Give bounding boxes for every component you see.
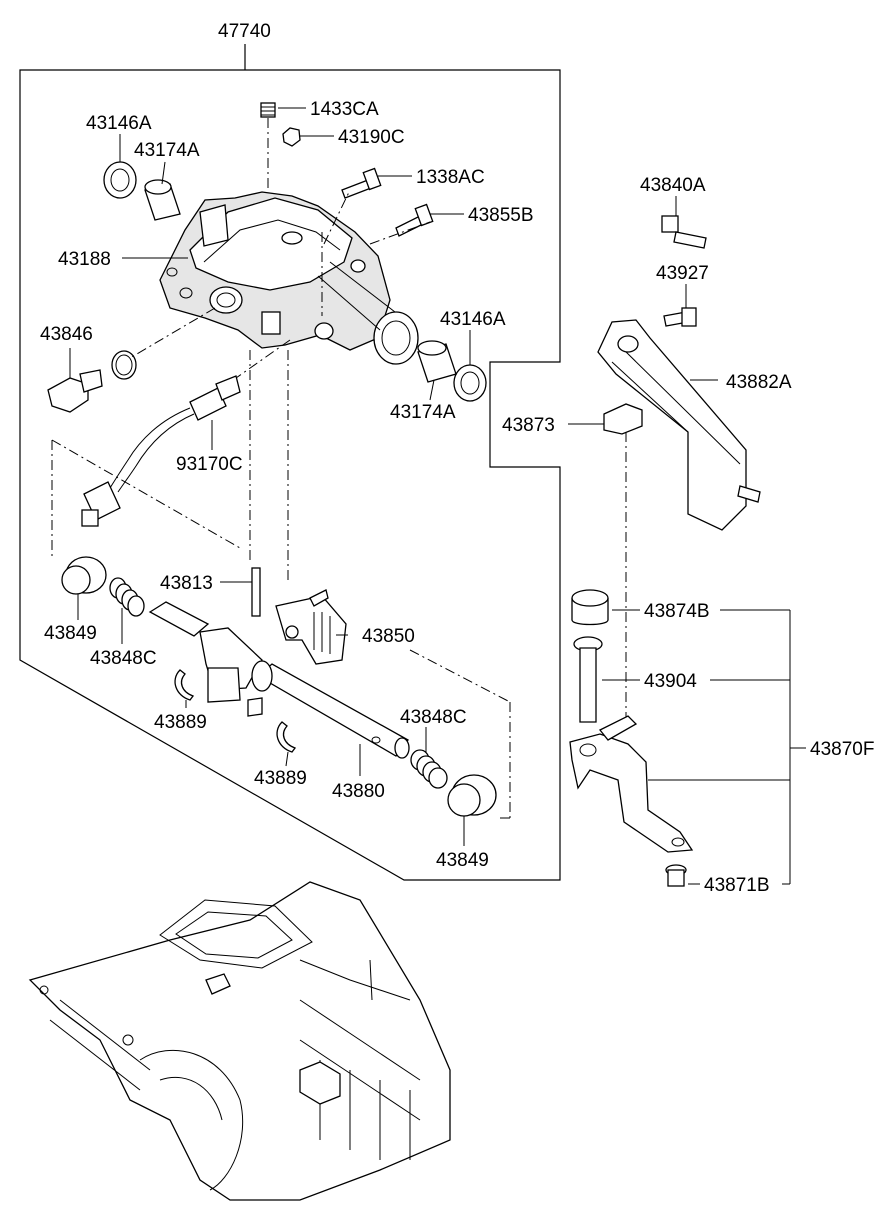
label-43190C: 43190C bbox=[338, 127, 405, 148]
shift-housing-43188 bbox=[159, 191, 419, 365]
assembly-boundary bbox=[19, 44, 561, 881]
cap-43874B-icon bbox=[571, 589, 609, 626]
label-43882A: 43882A bbox=[726, 372, 792, 393]
callout-lines bbox=[69, 107, 806, 885]
part-labels: 47740 1433CA 43190C 43146A 43174A 1338AC… bbox=[40, 21, 874, 896]
label-43870F: 43870F bbox=[810, 739, 874, 760]
oil-seal-43146A-top-icon bbox=[103, 161, 137, 199]
spring-43848C-right-icon bbox=[410, 749, 448, 789]
assembly-leaders bbox=[51, 118, 511, 819]
seal-43849-right-icon bbox=[447, 774, 497, 817]
label-43848C-right: 43848C bbox=[400, 707, 467, 728]
label-43855B: 43855B bbox=[468, 205, 534, 226]
shift-arm-43870F-icon bbox=[569, 715, 694, 853]
block-43873-icon bbox=[603, 403, 643, 435]
bolt-43871B-icon bbox=[665, 864, 687, 887]
bolt-43840A-icon bbox=[661, 215, 707, 249]
label-43873: 43873 bbox=[502, 415, 555, 436]
label-43188: 43188 bbox=[58, 249, 111, 270]
shift-rail-43880-icon bbox=[148, 601, 410, 759]
label-43889-right: 43889 bbox=[254, 768, 307, 789]
plug-43190C-icon bbox=[282, 127, 301, 147]
label-43848C-left: 43848C bbox=[90, 648, 157, 669]
label-1433CA: 1433CA bbox=[310, 99, 379, 120]
label-1338AC: 1338AC bbox=[416, 167, 485, 188]
bushing-43174A-top-icon bbox=[144, 179, 181, 221]
oil-seal-43146A-right-icon bbox=[453, 364, 487, 402]
plug-1433CA-icon bbox=[260, 102, 276, 118]
label-43846: 43846 bbox=[40, 324, 93, 345]
label-43174A-top: 43174A bbox=[134, 140, 200, 161]
bracket-43850-icon bbox=[275, 589, 347, 665]
spring-43848C-left-icon bbox=[109, 577, 145, 617]
label-43840A: 43840A bbox=[640, 175, 706, 196]
label-43146A-top: 43146A bbox=[86, 113, 152, 134]
label-43889-left: 43889 bbox=[154, 712, 207, 733]
label-43174A-right: 43174A bbox=[390, 402, 456, 423]
lever-43882A-icon bbox=[597, 319, 761, 531]
plug-43846-icon bbox=[47, 369, 103, 413]
clip-43889-left-icon bbox=[174, 669, 195, 701]
transmission-case-illustration bbox=[28, 881, 451, 1201]
switch-93170C-icon bbox=[81, 375, 241, 527]
bolt-1338AC-icon bbox=[341, 167, 382, 199]
pin-43904-icon bbox=[573, 636, 603, 723]
label-43813: 43813 bbox=[160, 573, 213, 594]
clip-43889-right-icon bbox=[276, 721, 297, 753]
bolt-43855B-icon bbox=[395, 203, 434, 237]
label-43849-right: 43849 bbox=[436, 850, 489, 871]
label-43871B: 43871B bbox=[704, 875, 770, 896]
label-43904: 43904 bbox=[644, 671, 697, 692]
label-43146A-right: 43146A bbox=[440, 309, 506, 330]
bushing-43174A-right-icon bbox=[417, 340, 457, 383]
label-43880: 43880 bbox=[332, 781, 385, 802]
label-43849-left: 43849 bbox=[44, 623, 97, 644]
label-47740: 47740 bbox=[218, 21, 271, 42]
label-43927: 43927 bbox=[656, 263, 709, 284]
seal-43849-left-icon bbox=[61, 556, 107, 595]
pin-43813-icon bbox=[251, 567, 261, 617]
o-ring-icon bbox=[111, 350, 137, 380]
label-43850: 43850 bbox=[362, 626, 415, 647]
label-93170C: 93170C bbox=[176, 454, 243, 475]
label-43874B: 43874B bbox=[644, 601, 710, 622]
bolt-43927-icon bbox=[663, 307, 697, 327]
